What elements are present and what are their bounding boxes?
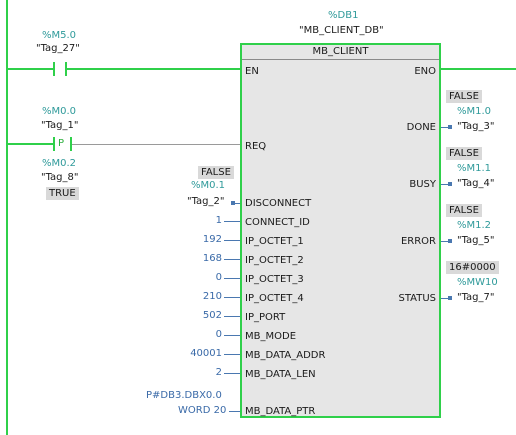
pin-mb-mode: MB_MODE bbox=[245, 331, 297, 342]
done-address: %M1.0 bbox=[457, 106, 492, 117]
ip-octet-4-value[interactable]: 210 bbox=[202, 291, 222, 302]
error-address: %M1.2 bbox=[457, 220, 492, 231]
en-wire-left bbox=[6, 68, 53, 70]
ip-octet-3-stub bbox=[224, 278, 240, 279]
mb-data-ptr-value-2[interactable]: WORD 20 bbox=[178, 405, 227, 416]
status-state-badge: 16#0000 bbox=[446, 261, 499, 274]
pin-req: REQ bbox=[245, 141, 267, 152]
req-wire-left bbox=[6, 143, 53, 145]
req-wire-right bbox=[72, 144, 240, 145]
pin-error: ERROR bbox=[400, 236, 436, 247]
busy-connector bbox=[448, 182, 452, 186]
mb-mode-value[interactable]: 0 bbox=[215, 329, 222, 340]
en-wire-right bbox=[67, 68, 240, 70]
error-connector bbox=[448, 239, 452, 243]
disconnect-address: %M0.1 bbox=[191, 180, 226, 191]
req-contact-tag[interactable]: "Tag_1" bbox=[41, 120, 79, 131]
disconnect-connector bbox=[231, 201, 235, 205]
req-contact-right-bar bbox=[70, 137, 72, 151]
mb-data-len-stub bbox=[224, 373, 240, 374]
error-stub bbox=[441, 241, 449, 242]
pin-busy: BUSY bbox=[409, 179, 436, 190]
eno-wire bbox=[441, 68, 516, 70]
mb-data-len-value[interactable]: 2 bbox=[215, 367, 222, 378]
mb-client-block[interactable]: MB_CLIENT EN ENO REQ DONE BUSY ERROR STA… bbox=[240, 43, 441, 418]
status-address: %MW10 bbox=[457, 277, 498, 288]
busy-tag[interactable]: "Tag_4" bbox=[457, 178, 495, 189]
pin-connect-id: CONNECT_ID bbox=[245, 217, 310, 228]
pin-ip-port: IP_PORT bbox=[245, 312, 286, 323]
pin-ip-octet-4: IP_OCTET_4 bbox=[245, 293, 304, 304]
req-edge-tag[interactable]: "Tag_8" bbox=[41, 172, 79, 183]
disconnect-stub bbox=[234, 203, 240, 204]
ip-port-stub bbox=[224, 316, 240, 317]
req-contact-address: %M0.0 bbox=[42, 106, 77, 117]
pin-mb-data-ptr: MB_DATA_PTR bbox=[245, 406, 316, 417]
pin-mb-data-addr: MB_DATA_ADDR bbox=[245, 350, 326, 361]
mb-mode-stub bbox=[224, 335, 240, 336]
ip-octet-1-value[interactable]: 192 bbox=[202, 234, 222, 245]
left-power-rail bbox=[6, 0, 8, 435]
ip-octet-2-stub bbox=[224, 259, 240, 260]
disconnect-state-badge: FALSE bbox=[198, 166, 234, 179]
pin-ip-octet-1: IP_OCTET_1 bbox=[245, 236, 304, 247]
busy-address: %M1.1 bbox=[457, 163, 492, 174]
mb-data-addr-value[interactable]: 40001 bbox=[190, 348, 222, 359]
pin-eno: ENO bbox=[414, 66, 436, 77]
pin-ip-octet-2: IP_OCTET_2 bbox=[245, 255, 304, 266]
done-tag[interactable]: "Tag_3" bbox=[457, 121, 495, 132]
pin-status: STATUS bbox=[398, 293, 436, 304]
ip-port-value[interactable]: 502 bbox=[202, 310, 222, 321]
ip-octet-3-value[interactable]: 0 bbox=[215, 272, 222, 283]
pin-mb-data-len: MB_DATA_LEN bbox=[245, 369, 316, 380]
db-address: %DB1 bbox=[328, 10, 359, 21]
req-edge-address: %M0.2 bbox=[42, 158, 77, 169]
status-tag[interactable]: "Tag_7" bbox=[457, 292, 495, 303]
mb-data-addr-stub bbox=[224, 354, 240, 355]
en-contact-tag[interactable]: "Tag_27" bbox=[36, 43, 80, 54]
en-contact-right-bar bbox=[65, 62, 67, 76]
req-edge-state-badge: TRUE bbox=[46, 187, 79, 200]
status-connector bbox=[448, 296, 452, 300]
req-contact-left-bar bbox=[53, 137, 55, 151]
connect-id-value[interactable]: 1 bbox=[215, 215, 222, 226]
error-state-badge: FALSE bbox=[446, 204, 482, 217]
pin-done: DONE bbox=[406, 122, 436, 133]
error-tag[interactable]: "Tag_5" bbox=[457, 235, 495, 246]
busy-stub bbox=[441, 184, 449, 185]
done-state-badge: FALSE bbox=[446, 90, 482, 103]
ip-octet-2-value[interactable]: 168 bbox=[202, 253, 222, 264]
busy-state-badge: FALSE bbox=[446, 147, 482, 160]
en-contact-left-bar bbox=[53, 62, 55, 76]
positive-edge-label: P bbox=[58, 138, 65, 149]
ip-octet-4-stub bbox=[224, 297, 240, 298]
block-title: MB_CLIENT bbox=[242, 45, 439, 60]
done-stub bbox=[441, 127, 449, 128]
disconnect-tag[interactable]: "Tag_2" bbox=[187, 196, 225, 207]
mb-data-ptr-stub bbox=[229, 411, 240, 412]
en-contact-address: %M5.0 bbox=[42, 30, 77, 41]
status-stub bbox=[441, 298, 449, 299]
connect-id-stub bbox=[224, 221, 240, 222]
pin-ip-octet-3: IP_OCTET_3 bbox=[245, 274, 304, 285]
mb-data-ptr-value-1[interactable]: P#DB3.DBX0.0 bbox=[146, 390, 222, 401]
done-connector bbox=[448, 125, 452, 129]
ip-octet-1-stub bbox=[224, 240, 240, 241]
db-name[interactable]: "MB_CLIENT_DB" bbox=[299, 25, 384, 36]
pin-en: EN bbox=[245, 66, 259, 77]
pin-disconnect: DISCONNECT bbox=[245, 198, 312, 209]
